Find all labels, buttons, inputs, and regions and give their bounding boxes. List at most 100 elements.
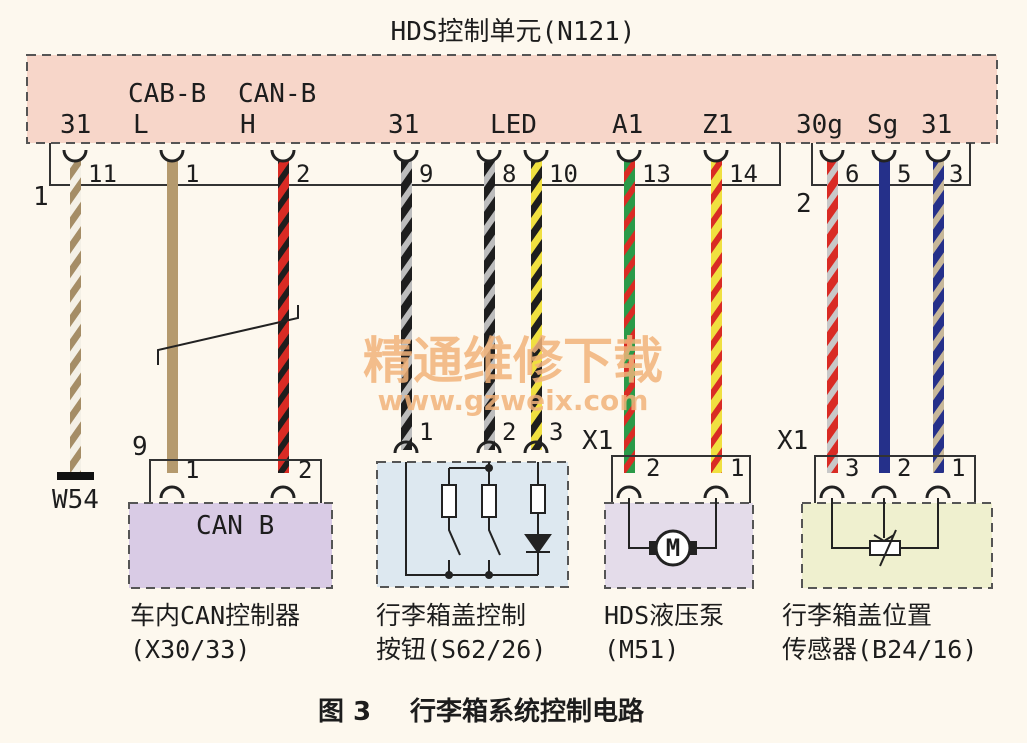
- ecu-pin-31-c: 31: [921, 110, 952, 140]
- trunk-button-name: 行李箱盖控制: [376, 601, 526, 630]
- wire-button-led: [531, 160, 542, 450]
- ecu-pin-h: H: [240, 110, 256, 140]
- socket-icon: [523, 149, 549, 163]
- wire-sensor-31: [933, 160, 944, 473]
- c1-pin-1: 1: [185, 160, 199, 188]
- button-internal-circuit: [405, 462, 552, 576]
- socket-icon: [703, 149, 729, 163]
- connector-1-label: 1: [33, 182, 49, 212]
- figure-title: 行李箱系统控制电路: [409, 696, 645, 727]
- can-controller-name: 车内CAN控制器: [130, 601, 300, 630]
- c2-pin-5: 5: [897, 160, 911, 188]
- watermark-title: 精通维修下载: [363, 332, 663, 390]
- button-pin-1: 1: [419, 418, 433, 446]
- sensor-connector-outline: [814, 455, 976, 503]
- can-connector-label: 9: [132, 432, 148, 462]
- plug-icon: [871, 485, 897, 499]
- ecu-pin-led: LED: [490, 110, 537, 140]
- can-pin-2: 2: [298, 456, 312, 484]
- socket-icon: [819, 149, 845, 163]
- pin-signal-cab-b: CAB-B: [128, 79, 206, 109]
- button-pin-2: 2: [502, 418, 516, 446]
- motor-symbol: M: [666, 534, 680, 562]
- ecu-pin-31-a: 31: [60, 110, 91, 140]
- can-controller-code: (X30/33): [130, 635, 250, 664]
- ground-bar: [57, 472, 94, 480]
- plug-icon: [925, 485, 951, 499]
- wire-can-l: [167, 160, 178, 473]
- wire-pump-z1: [711, 160, 722, 473]
- connector-1-outline: [49, 143, 781, 186]
- figure-number: 图 3: [318, 697, 371, 727]
- plug-icon: [270, 485, 296, 499]
- c1-pin-13: 13: [642, 160, 671, 188]
- pump-code: (M51): [604, 635, 679, 664]
- ecu-pin-a1: A1: [612, 110, 643, 140]
- socket-icon: [616, 149, 642, 163]
- c1-pin-10: 10: [549, 160, 578, 188]
- wire-sensor-sg: [879, 160, 890, 473]
- pump-connector-outline: [611, 455, 751, 503]
- wire-pump-a1: [624, 160, 635, 473]
- c2-pin-6: 6: [845, 160, 859, 188]
- socket-icon: [62, 149, 88, 163]
- button-pin-3: 3: [549, 418, 563, 446]
- plug-icon: [159, 485, 185, 499]
- sensor-connector-label: X1: [777, 426, 808, 456]
- sensor-pin-2: 2: [897, 454, 911, 482]
- junction-dot: [485, 571, 493, 579]
- watermark-url: www.gzweix.com: [378, 384, 649, 417]
- ecu-pin-30g: 30g: [796, 110, 843, 140]
- ecu-pin-l: L: [133, 110, 149, 140]
- c2-pin-3: 3: [949, 160, 963, 188]
- socket-icon: [270, 149, 296, 163]
- socket-icon: [925, 149, 951, 163]
- connector-2-label: 2: [796, 189, 812, 219]
- c1-pin-14: 14: [729, 160, 758, 188]
- c1-pin-11: 11: [88, 160, 117, 188]
- sensor-internal-circuit: [831, 498, 939, 567]
- pump-connector-label: X1: [582, 426, 613, 456]
- ecu-pin-sg: Sg: [867, 110, 898, 140]
- can-connector-outline: [149, 459, 322, 503]
- socket-icon: [476, 149, 502, 163]
- sensor-pin-3: 3: [845, 454, 859, 482]
- trunk-button-box: [376, 461, 569, 588]
- socket-icon: [523, 440, 549, 454]
- c1-pin-8: 8: [502, 160, 516, 188]
- wire-31-ground: [70, 160, 81, 473]
- pump-pin-2: 2: [646, 454, 660, 482]
- pin-signal-can-b: CAN-B: [238, 79, 316, 109]
- ecu-pin-z1: Z1: [702, 110, 733, 140]
- sensor-name2: 传感器(B24/16): [782, 635, 977, 664]
- wire-button-31: [401, 160, 412, 450]
- wire-sensor-30g: [827, 160, 838, 473]
- c1-pin-2: 2: [296, 160, 310, 188]
- pump-pin-1: 1: [730, 454, 744, 482]
- can-controller-box: [128, 502, 333, 589]
- wire-can-h: [278, 160, 289, 473]
- can-box-label: CAN B: [196, 511, 274, 541]
- sensor-pin-1: 1: [951, 454, 965, 482]
- ecu-pin-31-b: 31: [388, 110, 419, 140]
- motor-terminal: [690, 541, 697, 555]
- socket-icon: [393, 440, 419, 454]
- socket-icon: [393, 149, 419, 163]
- plug-icon: [616, 485, 642, 499]
- plug-icon: [703, 485, 729, 499]
- trunk-button-name2: 按钮(S62/26): [376, 635, 546, 664]
- control-unit-box: [26, 54, 998, 144]
- junction-dot: [445, 571, 453, 579]
- control-unit-title: HDS控制单元(N121): [391, 17, 636, 47]
- socket-icon: [476, 440, 502, 454]
- junction-dot: [485, 464, 493, 472]
- socket-icon: [159, 149, 185, 163]
- can-pin-1: 1: [185, 456, 199, 484]
- plug-icon: [819, 485, 845, 499]
- sensor-name: 行李箱盖位置: [782, 601, 932, 630]
- twisted-pair-marker: [157, 305, 299, 365]
- connector-2-outline: [811, 143, 971, 186]
- motor-terminal: [649, 541, 656, 555]
- socket-icon: [871, 149, 897, 163]
